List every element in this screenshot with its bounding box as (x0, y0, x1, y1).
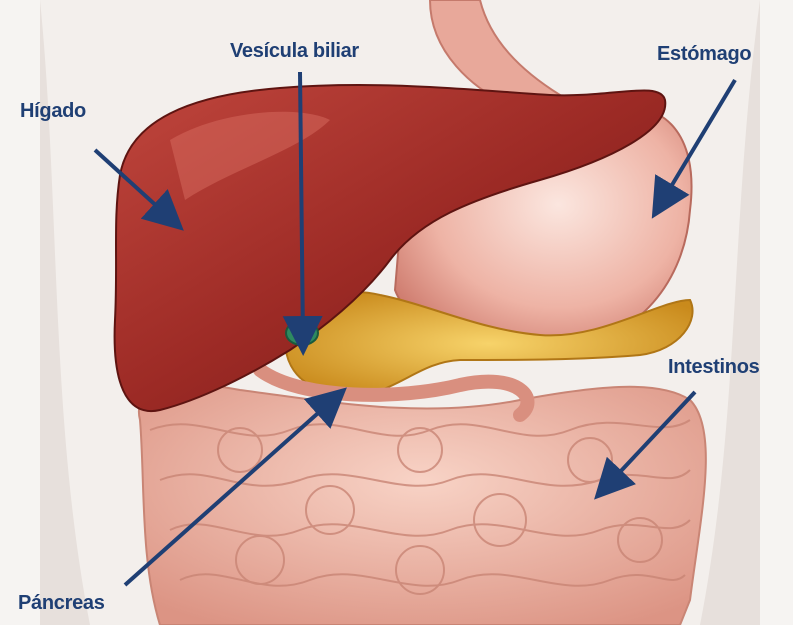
intestines-shape (139, 384, 706, 625)
pancreas-label: Páncreas (18, 592, 105, 615)
liver-label: Hígado (20, 100, 86, 123)
gallbladder-label: Vesícula biliar (230, 40, 359, 63)
stomach-label: Estómago (657, 43, 751, 66)
intestines-label: Intestinos (668, 356, 759, 379)
